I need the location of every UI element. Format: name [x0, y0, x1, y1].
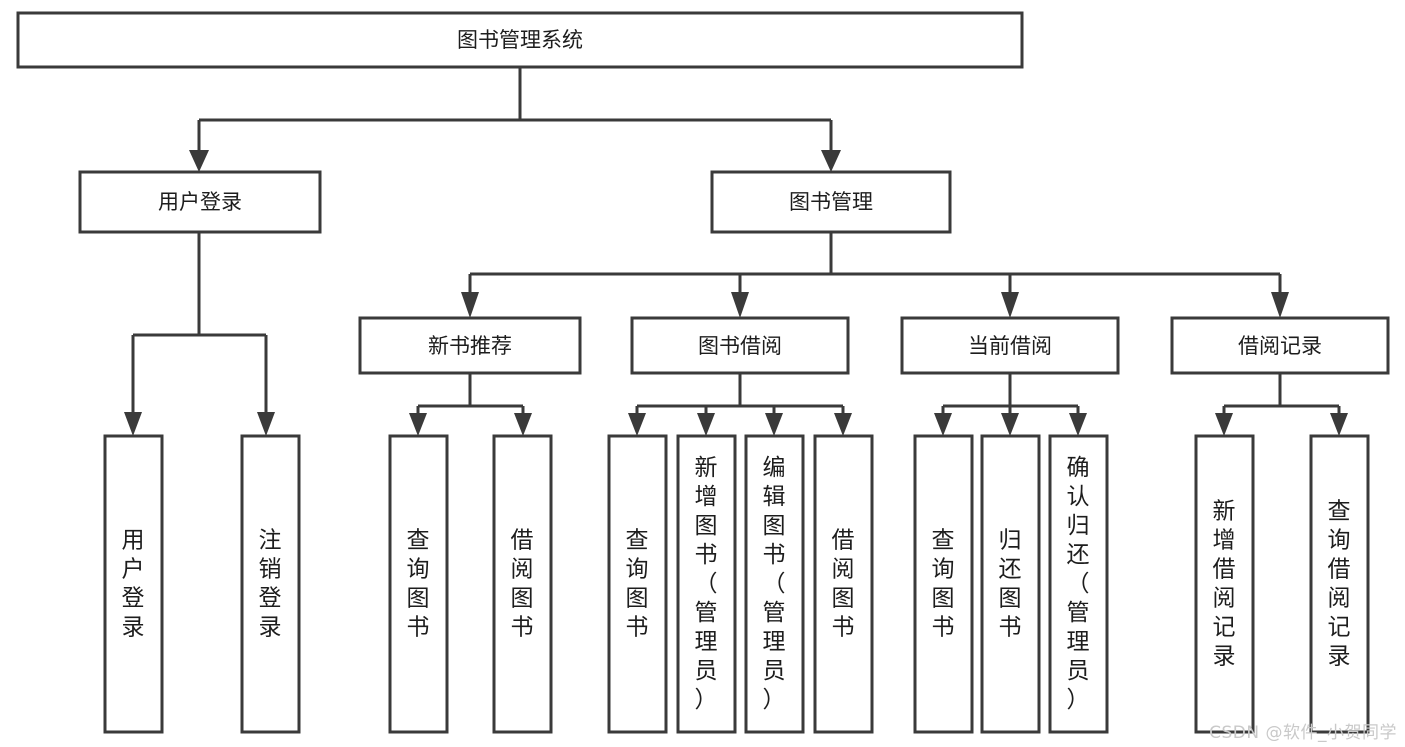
node-borrow-record-label: 借阅记录 [1238, 334, 1322, 358]
node-leaf-confirm-return[interactable]: 确认归还（管理员） [1048, 434, 1109, 734]
arrow-head-leaf-borrow-book-1 [514, 413, 532, 436]
node-leaf-logout[interactable]: 注销登录 [240, 434, 301, 734]
arrow-head-leaf-query-book-2 [628, 413, 646, 436]
node-leaf-edit-book-box[interactable] [744, 434, 805, 734]
node-book-manage-label: 图书管理 [789, 190, 873, 214]
connector-group-user-login [124, 232, 275, 436]
arrow-head-leaf-borrow-book-2 [834, 413, 852, 436]
node-borrow-record[interactable]: 借阅记录 [1170, 316, 1390, 375]
node-leaf-query-book-3[interactable]: 查询图书 [913, 434, 974, 734]
node-leaf-return-book-box[interactable] [980, 434, 1041, 734]
csdn-watermark: CSDN @软件_小贺同学 [1209, 723, 1397, 743]
node-leaf-return-book-label: 归还图书 [999, 527, 1022, 640]
node-leaf-borrow-book-2-box[interactable] [813, 434, 874, 734]
node-leaf-query-book-1[interactable]: 查询图书 [388, 434, 449, 734]
connector-group-book-manage [461, 232, 1289, 318]
node-book-manage-box[interactable] [710, 170, 952, 234]
node-leaf-add-record[interactable]: 新增借阅记录 [1194, 434, 1255, 734]
node-current-borrow-label: 当前借阅 [968, 334, 1052, 358]
connector-group-book-borrow [628, 373, 852, 436]
arrow-head-leaf-return-book [1001, 413, 1019, 436]
arrow-head-leaf-query-record [1330, 413, 1348, 436]
node-leaf-borrow-book-2[interactable]: 借阅图书 [813, 434, 874, 734]
node-leaf-return-book[interactable]: 归还图书 [980, 434, 1041, 734]
node-user-login[interactable]: 用户登录 [78, 170, 322, 234]
node-leaf-logout-box[interactable] [240, 434, 301, 734]
node-root[interactable]: 图书管理系统 [16, 11, 1024, 69]
node-leaf-user-login-box[interactable] [103, 434, 164, 734]
node-leaf-query-book-3-label: 查询图书 [932, 527, 955, 640]
node-root-box[interactable] [16, 11, 1024, 69]
connector-group-borrow-record [1215, 373, 1348, 436]
arrow-head-leaf-add-record [1215, 413, 1233, 436]
node-leaf-add-book-label: 新增图书（管理员） [695, 455, 718, 713]
node-leaf-borrow-book-1-box[interactable] [492, 434, 553, 734]
node-leaf-query-book-2-box[interactable] [607, 434, 668, 734]
node-leaf-add-record-label: 新增借阅记录 [1213, 498, 1236, 669]
node-leaf-borrow-book-1-label: 借阅图书 [511, 527, 534, 640]
node-book-borrow[interactable]: 图书借阅 [630, 316, 850, 375]
node-leaf-user-login-label: 用户登录 [122, 527, 145, 640]
node-user-login-label: 用户登录 [158, 190, 242, 214]
arrow-head-leaf-confirm-return [1069, 413, 1087, 436]
arrow-head-leaf-query-book-3 [934, 413, 952, 436]
node-leaf-confirm-return-label: 确认归还（管理员） [1067, 455, 1090, 713]
node-leaf-query-record-box[interactable] [1309, 434, 1370, 734]
node-leaf-confirm-return-box[interactable] [1048, 434, 1109, 734]
node-book-borrow-label: 图书借阅 [698, 334, 782, 358]
node-book-borrow-box[interactable] [630, 316, 850, 375]
arrow-head-current-borrow [1001, 292, 1019, 318]
node-user-login-box[interactable] [78, 170, 322, 234]
node-current-borrow[interactable]: 当前借阅 [900, 316, 1120, 375]
connector-group-root [189, 67, 841, 172]
arrow-head-leaf-add-book [697, 413, 715, 436]
node-leaf-user-login[interactable]: 用户登录 [103, 434, 164, 734]
node-leaf-query-book-1-box[interactable] [388, 434, 449, 734]
node-root-label: 图书管理系统 [457, 28, 583, 52]
node-current-borrow-box[interactable] [900, 316, 1120, 375]
node-leaf-query-book-2[interactable]: 查询图书 [607, 434, 668, 734]
node-leaf-add-record-box[interactable] [1194, 434, 1255, 734]
arrow-head-leaf-logout [257, 412, 275, 436]
arrow-head-new-book-rec [461, 292, 479, 318]
arrow-head-leaf-user-login [124, 412, 142, 436]
arrow-head-user-login [189, 150, 209, 172]
node-leaf-borrow-book-2-label: 借阅图书 [832, 527, 855, 640]
node-leaf-query-record[interactable]: 查询借阅记录 [1309, 434, 1370, 734]
arrow-head-borrow-record [1271, 292, 1289, 318]
node-book-manage[interactable]: 图书管理 [710, 170, 952, 234]
node-leaf-logout-label: 注销登录 [259, 527, 282, 640]
node-leaf-add-book-box[interactable] [676, 434, 737, 734]
node-new-book-rec-label: 新书推荐 [428, 334, 512, 358]
node-leaf-query-book-3-box[interactable] [913, 434, 974, 734]
connector-group-new-book-rec [409, 373, 532, 436]
node-new-book-rec-box[interactable] [358, 316, 582, 375]
arrow-head-leaf-edit-book [765, 413, 783, 436]
node-borrow-record-box[interactable] [1170, 316, 1390, 375]
node-leaf-edit-book[interactable]: 编辑图书（管理员） [744, 434, 805, 734]
arrow-head-book-borrow [731, 292, 749, 318]
node-leaf-query-book-2-label: 查询图书 [626, 527, 649, 640]
node-leaf-edit-book-label: 编辑图书（管理员） [763, 455, 786, 713]
arrow-head-leaf-query-book-1 [409, 413, 427, 436]
connector-group-current-borrow [934, 373, 1087, 436]
node-leaf-query-record-label: 查询借阅记录 [1328, 498, 1351, 669]
node-leaf-query-book-1-label: 查询图书 [407, 527, 430, 640]
arrow-head-book-manage [821, 150, 841, 172]
node-leaf-add-book[interactable]: 新增图书（管理员） [676, 434, 737, 734]
node-new-book-rec[interactable]: 新书推荐 [358, 316, 582, 375]
node-leaf-borrow-book-1[interactable]: 借阅图书 [492, 434, 553, 734]
